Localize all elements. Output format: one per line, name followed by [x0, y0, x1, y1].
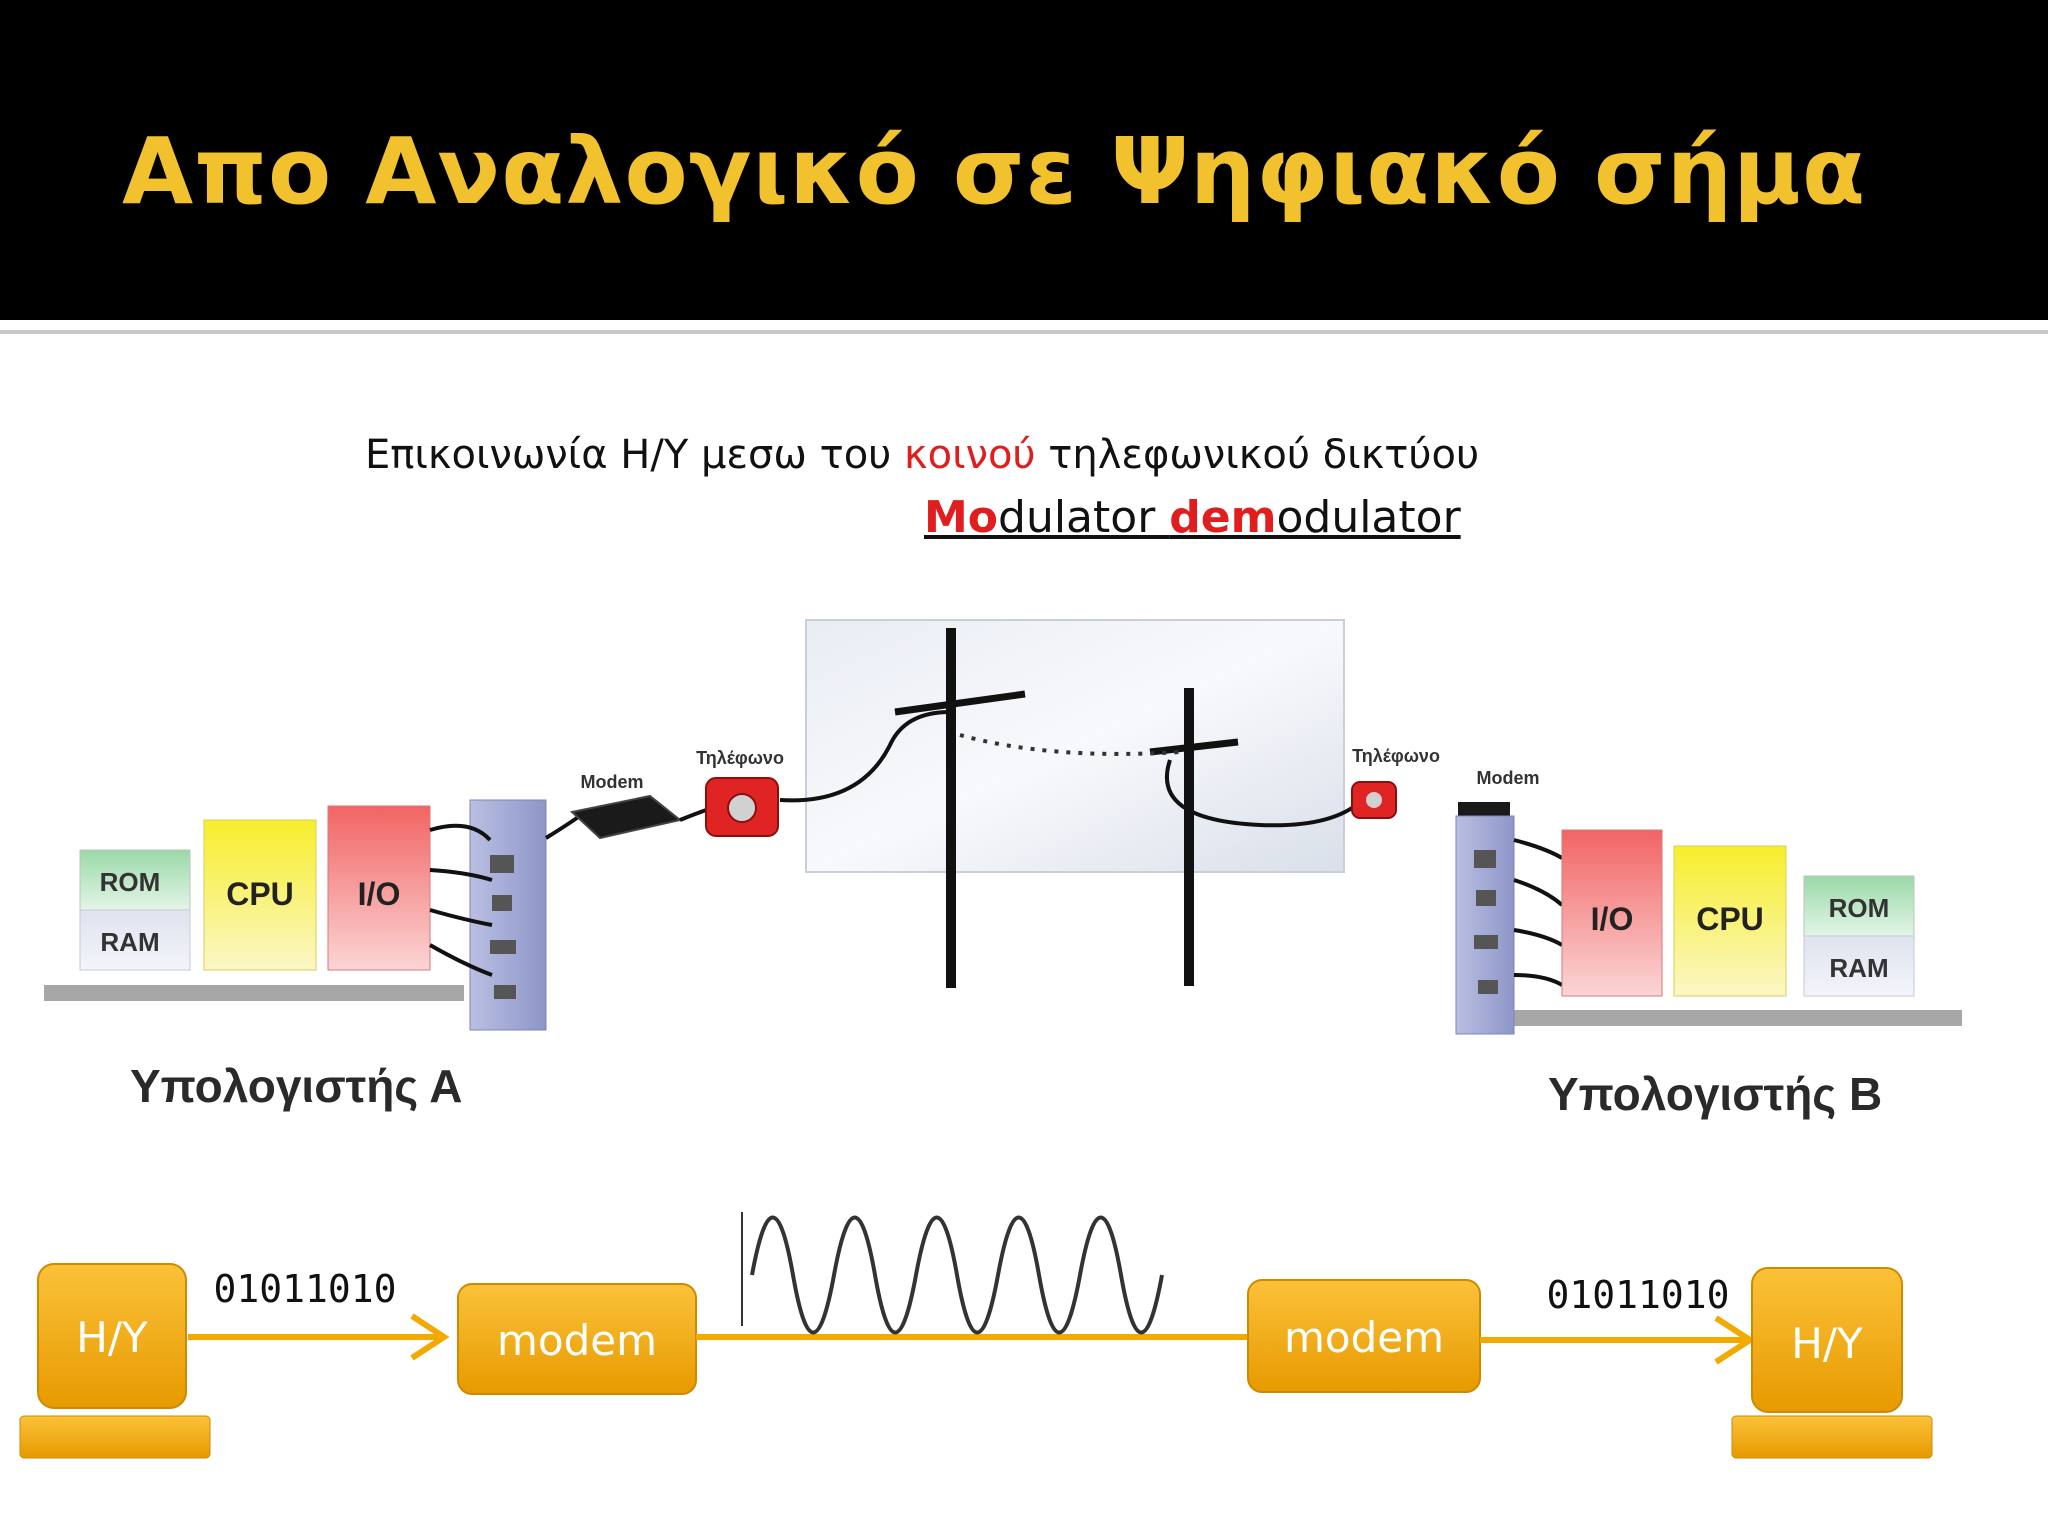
bus-bar-b — [1456, 1010, 1962, 1026]
left-pc-box — [37, 1263, 187, 1409]
acronym-mo: Mo — [924, 492, 999, 543]
right-bits: 01011010 — [1546, 1273, 1729, 1317]
rom-a-label: ROM — [100, 867, 161, 897]
io-b-label: I/O — [1591, 901, 1634, 937]
phone-a-cable — [779, 710, 951, 803]
phone-b-label: Τηλέφωνο — [1352, 746, 1440, 766]
left-pc-base — [19, 1415, 211, 1459]
io-cables-a — [429, 810, 587, 977]
acronym-dulator: dulator — [998, 492, 1170, 543]
cpu-b-label: CPU — [1696, 901, 1764, 937]
right-pc-box — [1751, 1267, 1903, 1413]
phone-b-cable — [1164, 759, 1362, 828]
left-arrow-head — [410, 1313, 450, 1361]
io-a — [327, 805, 431, 971]
cpu-b — [1673, 845, 1787, 997]
left-pc-label: H/Y — [76, 1313, 148, 1362]
subtitle-before: Επικοινωνία Η/Υ μεσω του — [365, 432, 905, 478]
ports-b — [1455, 815, 1515, 1035]
ram-a — [79, 909, 191, 971]
title-bar — [0, 0, 2048, 320]
computer-b: I/O CPU ROM RAM Υπολογιστής Β — [1455, 815, 1962, 1120]
slide-title: Απο Αναλογικό σε Ψηφιακό σήμα — [122, 118, 1867, 225]
acronym-dem: dem — [1169, 492, 1277, 543]
computer-a: ROM RAM CPU I/O Υπολογιστής Α — [44, 799, 587, 1112]
ram-b — [1803, 935, 1915, 997]
signal-flow: H/Y 01011010 modem modem 01011010 H/Y — [19, 1212, 1933, 1459]
right-modem-label: modem — [1284, 1313, 1444, 1362]
sky-panel — [805, 619, 1345, 873]
subtitle-after: τηλεφωνικού δικτύου — [1035, 432, 1480, 478]
modem-a-label: Modem — [581, 772, 644, 792]
bus-bar-a — [44, 985, 464, 1001]
modem-b-box — [1458, 802, 1510, 816]
modem-b-device: Τηλέφωνο Modem — [1164, 746, 1540, 828]
telephone-pole-right — [1184, 688, 1194, 986]
acronym-odulator: odulator — [1276, 492, 1461, 543]
io-a-label: I/O — [358, 876, 401, 912]
left-modem-label: modem — [497, 1316, 657, 1365]
cpu-a — [203, 819, 317, 971]
io-b — [1561, 829, 1663, 997]
right-pc-label: H/Y — [1791, 1319, 1863, 1368]
rom-b-label: ROM — [1829, 893, 1890, 923]
left-bits: 01011010 — [213, 1267, 396, 1311]
rom-b — [1803, 875, 1915, 937]
ram-a-label: RAM — [100, 927, 159, 957]
right-pc-base — [1731, 1415, 1933, 1459]
computer-b-label: Υπολογιστής Β — [1548, 1068, 1882, 1120]
modem-b-label: Modem — [1477, 768, 1540, 788]
peripheral-icons-a — [490, 855, 516, 999]
analog-wave — [750, 1215, 1164, 1335]
slide-subtitle: Επικοινωνία Η/Υ μεσω του κοινού τηλεφωνι… — [365, 432, 1479, 478]
pole-crossbar-left — [894, 690, 1026, 716]
peripheral-icons-b — [1474, 850, 1498, 994]
subtitle-highlight: κοινού — [904, 432, 1036, 478]
io-cables-b — [1513, 838, 1564, 987]
right-arrow-head — [1714, 1315, 1756, 1365]
modem-a-box — [569, 794, 683, 840]
modem-acronym: Modulator demodulator — [924, 492, 1461, 543]
title-divider — [0, 330, 2048, 334]
pole-crossbar-right — [1149, 738, 1239, 756]
computer-a-label: Υπολογιστής Α — [130, 1060, 463, 1112]
cpu-a-label: CPU — [226, 876, 294, 912]
phone-a-label: Τηλέφωνο — [696, 748, 784, 768]
right-modem-box — [1247, 1279, 1481, 1393]
modem-a-device: Modem Τηλέφωνο — [569, 710, 951, 840]
telephone-pole-left — [946, 628, 956, 988]
ram-b-label: RAM — [1829, 953, 1888, 983]
telephone-network — [805, 619, 1345, 988]
